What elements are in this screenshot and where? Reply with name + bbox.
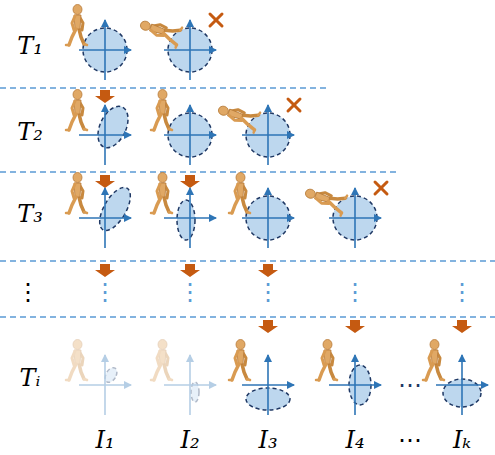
column-ellipsis: ⋯ [398, 426, 422, 454]
pose-cell [151, 90, 216, 166]
pose-cell [151, 173, 216, 249]
column-ellipsis: ⋮ [450, 278, 474, 306]
column-label: I₃ [258, 426, 277, 454]
row-ellipsis: ⋯ [398, 371, 422, 399]
pose-cell [137, 14, 222, 80]
pose-cell [423, 340, 488, 416]
pose-cell [66, 173, 137, 249]
column-label: I₄ [345, 426, 364, 454]
column-label: Iₖ [453, 426, 471, 454]
pose-cell [215, 99, 300, 165]
pose-cell [229, 340, 294, 416]
column-ellipsis: ⋮ [178, 278, 202, 306]
pose-cell [66, 90, 134, 166]
column-label: I₂ [180, 426, 199, 454]
pose-cell-faded [66, 340, 131, 416]
row-ellipsis: ⋮ [16, 278, 40, 306]
flow-arrows [95, 90, 472, 333]
column-label: I₁ [95, 426, 114, 454]
pose-cell [316, 340, 381, 416]
column-ellipsis: ⋮ [343, 278, 367, 306]
row-label: T₂ [17, 118, 43, 146]
pose-cell [229, 173, 294, 249]
row-label: T₁ [17, 32, 43, 60]
pose-cell [66, 5, 131, 81]
pose-cell-faded [151, 340, 216, 416]
row-label: Tᵢ [20, 364, 41, 392]
pose-cell [302, 182, 387, 248]
column-ellipsis: ⋮ [93, 278, 117, 306]
column-ellipsis: ⋮ [256, 278, 280, 306]
row-separators [0, 88, 495, 317]
row-label: T₃ [17, 200, 43, 228]
